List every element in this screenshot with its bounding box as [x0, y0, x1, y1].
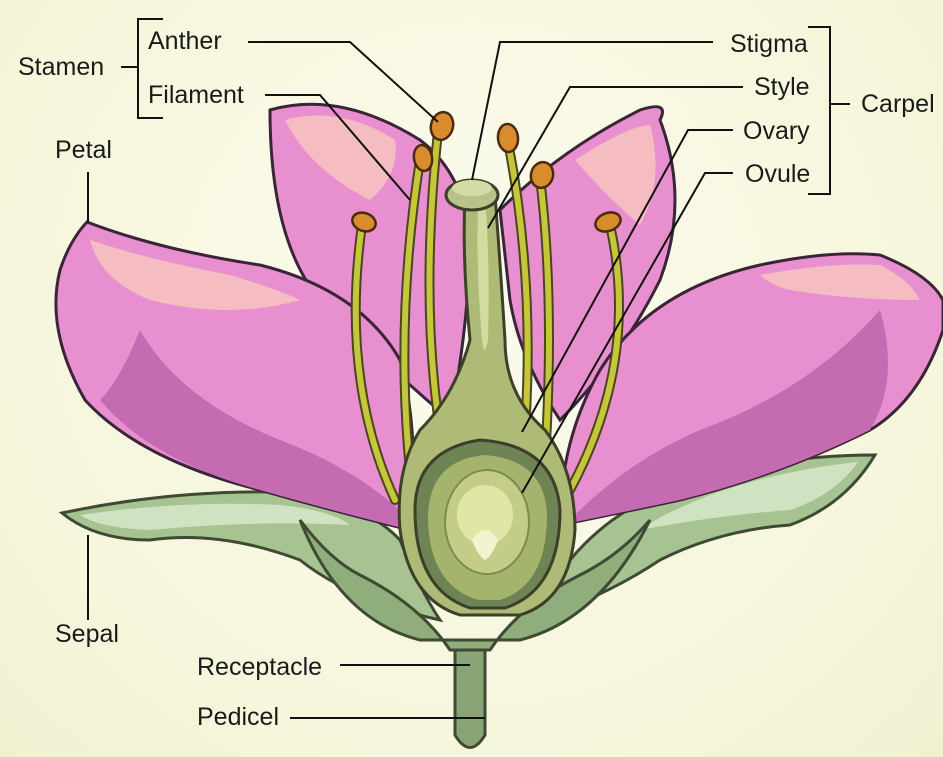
label-stigma: Stigma — [730, 32, 808, 57]
label-receptacle: Receptacle — [197, 655, 322, 680]
label-style: Style — [754, 75, 810, 100]
anther-3 — [428, 110, 456, 143]
label-filament: Filament — [148, 83, 244, 108]
label-pedicel: Pedicel — [197, 705, 279, 730]
label-ovary: Ovary — [743, 119, 810, 144]
carpel-bracket — [808, 27, 830, 194]
label-stamen: Stamen — [18, 55, 104, 80]
label-anther: Anther — [148, 29, 222, 54]
stigma-top — [452, 180, 492, 196]
pedicel — [455, 640, 485, 748]
label-ovule: Ovule — [745, 162, 810, 187]
label-carpel: Carpel — [861, 92, 935, 117]
anther-4 — [497, 123, 519, 153]
label-petal: Petal — [55, 138, 112, 163]
label-sepal: Sepal — [55, 622, 119, 647]
